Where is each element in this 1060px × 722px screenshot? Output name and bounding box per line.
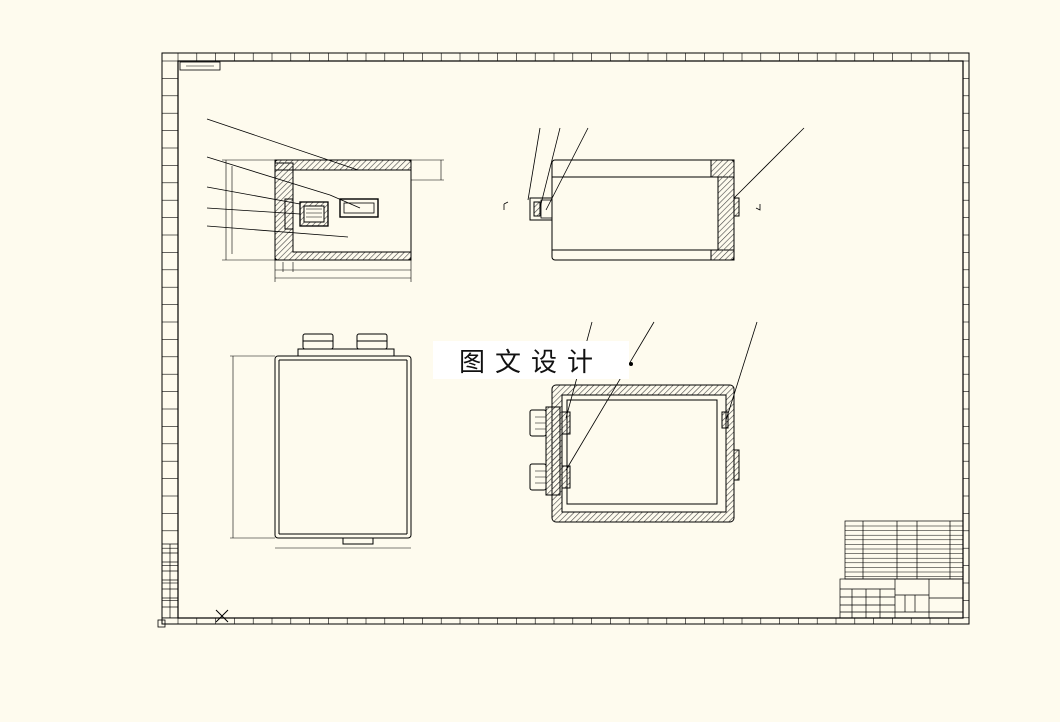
origin-cross-mark (215, 609, 229, 623)
leader-lines-view2 (503, 127, 805, 211)
watermark-label: 图文设计 (433, 341, 629, 379)
watermark-dot (629, 362, 633, 366)
drawing-number-box (179, 61, 221, 71)
outer-border (161, 52, 970, 625)
drawing-frame (157, 52, 970, 628)
port-slot (339, 198, 379, 218)
side-approval-table (161, 543, 179, 619)
dimension-lines-view1 (222, 159, 444, 282)
corner-mark (157, 619, 166, 628)
parts-list-rows (845, 525, 963, 577)
zone-ticks (162, 53, 969, 624)
dimension-lines-view3 (230, 355, 411, 549)
leader-lines-view1 (206, 118, 361, 238)
title-block (839, 520, 964, 619)
section-view-bottom-right (529, 321, 758, 523)
section-view-top-left (206, 118, 444, 282)
side-view-top-right (503, 127, 805, 261)
front-view-bottom-left (230, 333, 412, 549)
top-rail (297, 348, 395, 357)
terminal-plate (545, 406, 561, 496)
